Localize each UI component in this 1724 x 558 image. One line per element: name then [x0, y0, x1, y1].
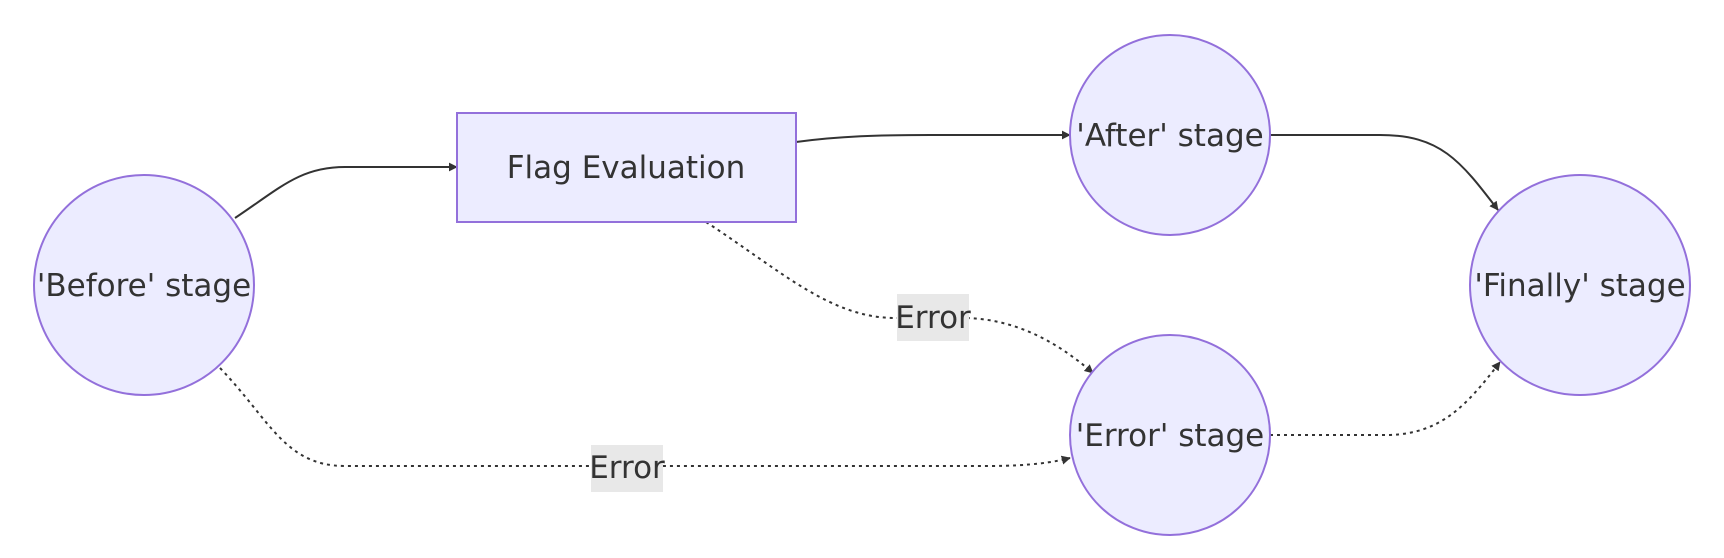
node-after-stage[interactable]: 'After' stage: [1069, 34, 1271, 236]
node-finally-stage[interactable]: 'Finally' stage: [1469, 174, 1691, 396]
node-before-stage[interactable]: 'Before' stage: [33, 174, 255, 396]
edge-label-before-error-text: Error: [589, 450, 665, 486]
edge-before-to-error: [219, 367, 1071, 467]
edge-before-to-flag: [234, 162, 458, 219]
edge-label-flag-error-text: Error: [895, 300, 971, 336]
node-flag-evaluation-shape: [456, 112, 797, 223]
edges: [219, 130, 1501, 467]
edge-error-to-finally: [1270, 361, 1501, 436]
edge-label-flag-error: Error: [895, 294, 971, 341]
node-finally-stage-shape: [1469, 174, 1691, 396]
node-error-stage-shape: [1069, 334, 1271, 536]
edge-flag-to-after: [795, 130, 1071, 143]
node-after-stage-label: 'After' stage: [1076, 118, 1263, 154]
node-flag-evaluation[interactable]: Flag Evaluation: [456, 112, 797, 223]
edge-label-before-error: Error: [589, 445, 665, 492]
node-error-stage[interactable]: 'Error' stage: [1069, 334, 1271, 536]
node-finally-stage-label: 'Finally' stage: [1474, 268, 1685, 304]
node-before-stage-shape: [33, 174, 255, 396]
node-error-stage-label: 'Error' stage: [1076, 418, 1265, 454]
node-after-stage-shape: [1069, 34, 1271, 236]
node-before-stage-label: 'Before' stage: [37, 268, 251, 304]
node-flag-evaluation-label: Flag Evaluation: [507, 150, 746, 186]
edge-flag-to-error: [705, 221, 1094, 374]
edge-after-to-finally: [1270, 134, 1499, 211]
